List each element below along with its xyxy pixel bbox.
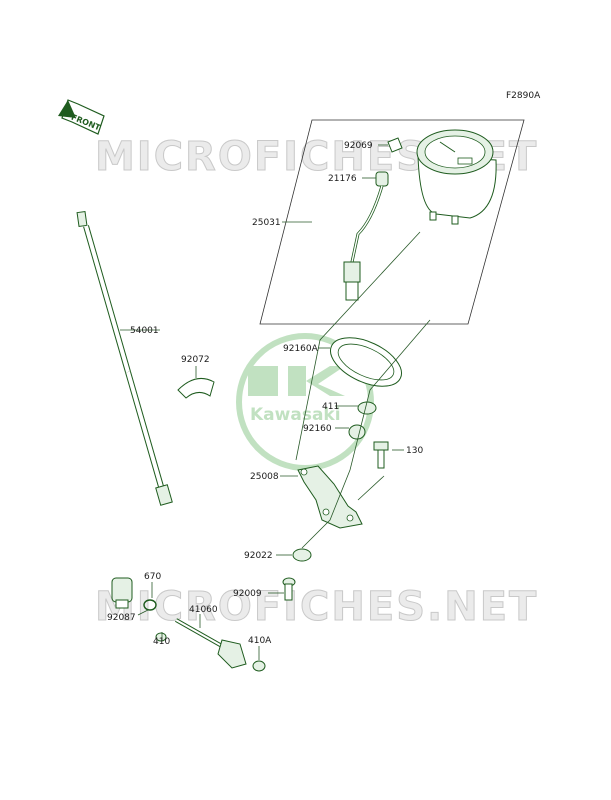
label-92087: 92087 bbox=[107, 613, 136, 623]
label-670: 670 bbox=[144, 572, 161, 582]
leader-lines bbox=[120, 144, 431, 660]
kawasaki-logo-text: Kawasaki bbox=[250, 405, 341, 425]
label-92009: 92009 bbox=[233, 589, 262, 599]
label-92022: 92022 bbox=[244, 551, 273, 561]
cable-clamp-92072 bbox=[177, 377, 215, 399]
collar-411 bbox=[357, 401, 377, 415]
label-25031: 25031 bbox=[252, 218, 281, 228]
speedometer-gauge bbox=[416, 129, 497, 225]
label-92160: 92160 bbox=[303, 424, 332, 434]
label-410: 410 bbox=[153, 637, 170, 647]
label-54001: 54001 bbox=[130, 326, 159, 336]
washer-410 bbox=[155, 632, 167, 642]
watermark-bottom: MICROFICHES.NET bbox=[95, 584, 538, 630]
washer-92022 bbox=[292, 548, 312, 562]
kawasaki-logo: Kawasaki bbox=[236, 333, 374, 471]
label-41060: 41060 bbox=[189, 605, 218, 615]
front-arrow-icon: FRONT bbox=[58, 99, 105, 135]
bracket-25008 bbox=[297, 465, 363, 529]
label-410A: 410A bbox=[248, 636, 272, 646]
figure-code: F2890A bbox=[506, 91, 541, 101]
label-25008: 25008 bbox=[250, 472, 279, 482]
assembly-box bbox=[259, 119, 525, 325]
gear-housing bbox=[111, 577, 167, 642]
label-411: 411 bbox=[322, 402, 339, 412]
screw-92009 bbox=[282, 577, 296, 601]
washer-410A bbox=[252, 660, 266, 672]
speedometer-cable bbox=[76, 210, 173, 506]
label-21176: 21176 bbox=[328, 174, 357, 184]
o-ring-670 bbox=[143, 599, 157, 611]
bolt-130 bbox=[373, 441, 389, 469]
label-92069: 92069 bbox=[344, 141, 373, 151]
label-92072: 92072 bbox=[181, 355, 210, 365]
label-92160A: 92160A bbox=[283, 344, 319, 354]
damper-92160 bbox=[348, 424, 366, 440]
bulb-socket bbox=[343, 137, 403, 301]
label-130: 130 bbox=[406, 446, 423, 456]
pinion-gear-41060 bbox=[175, 618, 247, 669]
